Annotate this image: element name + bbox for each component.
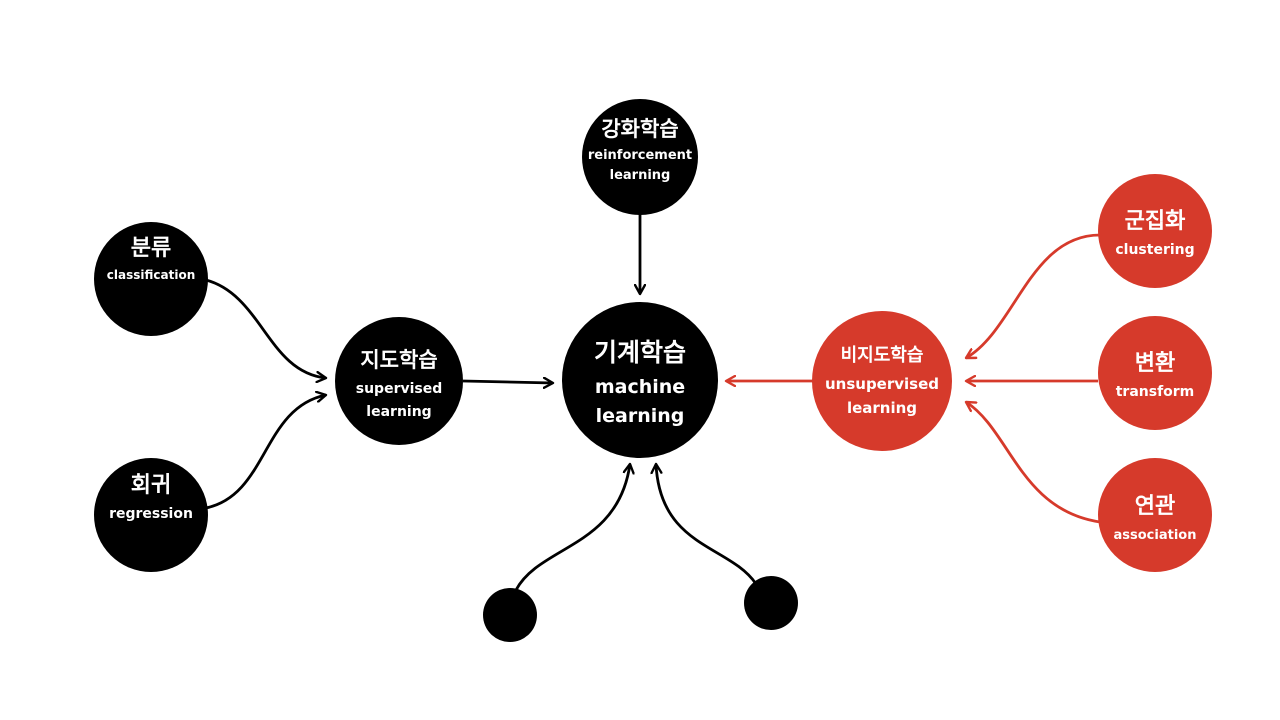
node-circle	[1098, 316, 1212, 430]
node-circle	[94, 458, 208, 572]
edges	[205, 214, 1101, 591]
node-reinforcement-learning-en-2: learning	[610, 168, 671, 183]
node-supervised-learning-en-1: supervised	[356, 381, 443, 397]
node-unsupervised-learning-en-2: learning	[847, 399, 917, 417]
edge-clustering-to-unsupervised	[966, 233, 1101, 360]
node-machine-learning: 기계학습 machine learning	[562, 302, 718, 458]
node-circle	[562, 302, 718, 458]
edge-unlabeled-right-to-center	[656, 464, 758, 585]
node-machine-learning-en-1: machine	[595, 376, 685, 398]
node-clustering-kr: 군집화	[1125, 209, 1186, 234]
node-circle	[582, 99, 698, 215]
node-transform-kr: 변환	[1135, 351, 1175, 376]
node-transform-en: transform	[1116, 384, 1195, 400]
node-unsupervised-learning: 비지도학습 unsupervised learning	[812, 311, 952, 451]
node-supervised-learning: 지도학습 supervised learning	[335, 317, 463, 445]
node-machine-learning-en-2: learning	[596, 405, 685, 427]
node-unsupervised-learning-kr: 비지도학습	[841, 344, 924, 366]
node-transform: 변환 transform	[1098, 316, 1212, 430]
node-circle	[94, 222, 208, 336]
node-machine-learning-kr: 기계학습	[594, 338, 686, 367]
edge-supervised-to-center	[462, 381, 553, 383]
node-classification: 분류 classification	[94, 222, 208, 336]
node-reinforcement-learning-en-1: reinforcement	[588, 148, 692, 163]
node-association-kr: 연관	[1135, 494, 1175, 519]
node-supervised-learning-en-2: learning	[366, 404, 431, 420]
node-regression-en: regression	[109, 506, 193, 522]
node-reinforcement-learning-kr: 강화학습	[601, 117, 678, 141]
node-clustering-en: clustering	[1115, 242, 1194, 258]
node-circle	[812, 311, 952, 451]
node-circle	[1098, 174, 1212, 288]
edge-regression-to-supervised	[205, 395, 326, 510]
node-regression: 회귀 regression	[94, 458, 208, 572]
edge-classification-to-supervised	[205, 278, 326, 378]
node-unlabeled-right	[744, 576, 798, 630]
node-regression-kr: 회귀	[131, 473, 171, 498]
node-clustering: 군집화 clustering	[1098, 174, 1212, 288]
node-supervised-learning-kr: 지도학습	[360, 348, 437, 372]
node-unsupervised-learning-en-1: unsupervised	[825, 375, 939, 393]
node-classification-en: classification	[107, 268, 195, 282]
node-association: 연관 association	[1098, 458, 1212, 572]
edge-unlabeled-left-to-center	[514, 464, 630, 591]
node-circle	[335, 317, 463, 445]
node-unlabeled-left	[483, 588, 537, 642]
edge-association-to-unsupervised	[966, 402, 1101, 524]
node-circle	[1098, 458, 1212, 572]
node-association-en: association	[1114, 528, 1197, 543]
node-reinforcement-learning: 강화학습 reinforcement learning	[582, 99, 698, 215]
node-classification-kr: 분류	[131, 236, 171, 261]
